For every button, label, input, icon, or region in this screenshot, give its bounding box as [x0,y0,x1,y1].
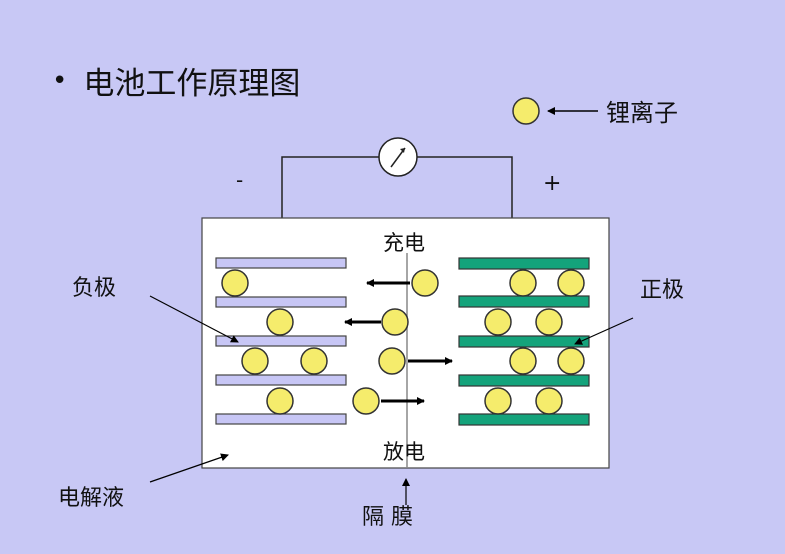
negative-electrode-pointer [149,295,239,343]
cathode-plate [458,257,590,270]
electrolyte-label: 电解液 [58,486,124,511]
anode-plate [215,296,347,308]
bullet: • [52,65,68,96]
anode-plate [215,374,347,386]
ion-icon [381,308,409,336]
ion-icon [557,269,585,297]
ion-icon [221,269,249,297]
ion-flow-arrows [344,279,453,405]
cathode-plate [458,335,590,348]
cathode-plate [458,295,590,308]
anode-plate [215,335,347,347]
anode-plate [215,413,347,425]
legend-ion-icon [512,97,540,125]
ion-icon [241,347,269,375]
electrolyte-pointer [149,453,229,483]
cathode-plates [458,257,590,426]
positive-electrode-pointer [574,317,634,345]
positive-electrode-label: 正极 [640,278,684,303]
positive-terminal-label: + [543,171,561,196]
charge-label: 充电 [383,231,425,255]
negative-terminal-label: - [236,168,243,192]
cathode-plate [458,374,590,387]
negative-electrode-label: 负极 [72,276,116,301]
discharge-label: 放电 [383,440,425,464]
cathode-plate [458,413,590,426]
legend-label: 锂离子 [606,99,678,127]
ion-icon [509,347,537,375]
ion-icon [352,387,380,415]
ion-icon [300,347,328,375]
ion-icon [509,269,537,297]
anode-plate [215,257,347,269]
lithium-ions [221,269,585,415]
ion-icon [535,387,563,415]
anode-plates [215,257,347,425]
ion-icon [535,308,563,336]
separator-label: 隔 膜 [362,505,413,530]
page-title-row: • 电池工作原理图 [52,58,300,103]
ion-icon [484,308,512,336]
ion-icon [411,269,439,297]
page-title: 电池工作原理图 [83,66,301,102]
ion-icon [266,387,294,415]
ion-icon [266,308,294,336]
ion-icon [557,347,585,375]
ion-icon [484,387,512,415]
meter-icon [378,137,418,177]
ion-icon [378,347,406,375]
